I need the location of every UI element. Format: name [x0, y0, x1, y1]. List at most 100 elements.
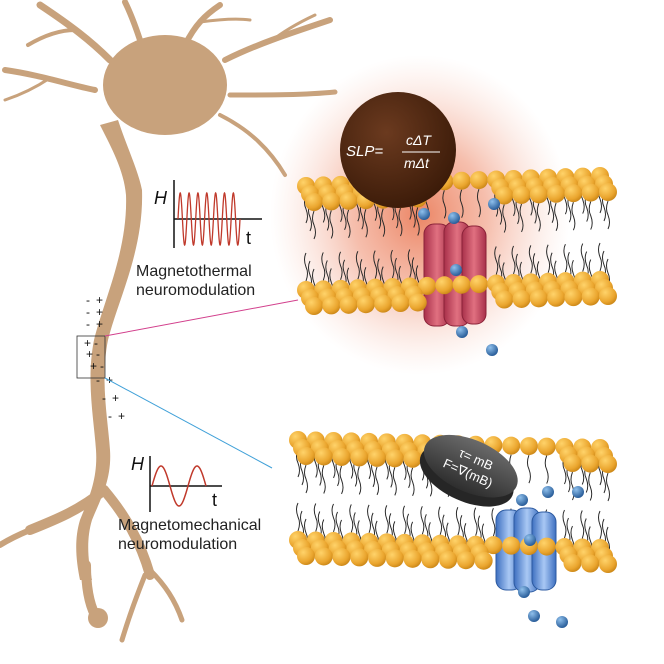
charge-sign: - — [94, 336, 98, 350]
lipid-head — [502, 436, 521, 455]
lipid-head — [469, 275, 488, 294]
formula-lhs: SLP= — [346, 143, 383, 160]
lipid-head — [599, 287, 617, 305]
lipid-head — [563, 554, 582, 573]
lipid-tail — [339, 465, 344, 495]
lipid-tail — [313, 503, 318, 532]
lipid-head — [581, 454, 600, 473]
lipid-head — [356, 295, 375, 314]
magnetomechanical-membrane: τ= mB F=∇(mB) — [289, 431, 617, 628]
lipid-head — [512, 289, 531, 308]
lipid-tail — [580, 510, 585, 539]
charge-sign: - — [86, 293, 90, 307]
mechanical-axis-h: H — [131, 454, 145, 474]
charge-sign: + — [118, 409, 125, 423]
lipid-tail — [402, 505, 407, 534]
lipid-head — [314, 447, 333, 466]
lipid-head — [581, 183, 600, 202]
ion — [556, 616, 568, 628]
lipid-tail — [554, 202, 559, 231]
ion — [542, 486, 554, 498]
ions-bottom — [516, 486, 584, 628]
lipid-tail — [304, 252, 308, 282]
lipid-head — [529, 289, 548, 308]
lipid-head — [564, 288, 583, 307]
axon-charges: -+-+-++-+-+--+-+-+ — [84, 293, 125, 423]
formula-denominator: mΔt — [404, 155, 430, 171]
lipid-head — [332, 547, 351, 566]
lipid-tail — [442, 190, 447, 219]
lipid-head — [519, 437, 538, 456]
lipid-head — [599, 555, 617, 573]
lipid-head — [408, 293, 427, 312]
lipid-tail — [571, 202, 576, 231]
lipid-head — [495, 290, 514, 309]
lipid-heads-bottom-lower — [289, 531, 617, 573]
lipid-head — [368, 548, 387, 567]
lipid-head — [314, 547, 333, 566]
mechanical-axis-t: t — [212, 490, 217, 510]
lipid-tail — [459, 189, 464, 218]
lipid-tail — [588, 201, 593, 230]
lipid-tail — [491, 507, 496, 537]
lipid-tail — [476, 188, 481, 218]
axon — [76, 120, 143, 580]
lipid-head — [537, 537, 556, 556]
lipid-tail — [519, 203, 524, 233]
mechanical-wave — [151, 465, 207, 507]
lipid-tail — [494, 246, 499, 275]
lipid-tail — [296, 502, 300, 532]
lipid-head — [339, 191, 358, 210]
ion — [450, 264, 462, 276]
lipid-head — [537, 437, 556, 456]
lipid-tail — [373, 250, 378, 279]
magnetomechanical-label: Magnetomechanical neuromodulation — [118, 516, 261, 554]
lipid-tail — [384, 505, 389, 534]
lipid-tail — [528, 245, 533, 274]
ion — [516, 494, 528, 506]
lipid-tail — [606, 472, 610, 502]
charge-sign: + — [96, 305, 103, 319]
lipid-tail — [570, 471, 575, 501]
magnetomechanical-label-line2: neuromodulation — [118, 536, 238, 553]
charge-sign: - — [108, 409, 112, 423]
ion — [518, 586, 530, 598]
magnetothermal-label-line1: Magnetothermal — [136, 263, 252, 280]
charge-sign: - — [86, 317, 90, 331]
lipid-heads-top-lower — [297, 271, 617, 315]
lipid-head — [469, 171, 488, 190]
lipid-head — [484, 536, 503, 555]
lipid-tail — [502, 204, 507, 233]
thermal-waveform: H t — [154, 180, 262, 248]
thermal-axis-h: H — [154, 188, 168, 208]
lipid-head — [305, 297, 323, 315]
lipid-head — [391, 294, 410, 313]
ion — [448, 212, 460, 224]
lipid-tail — [598, 510, 602, 540]
lipid-tail — [438, 506, 443, 535]
lipid-tail — [338, 251, 343, 280]
lipid-tail — [546, 244, 551, 273]
lipid-head — [403, 449, 422, 468]
lipid-head — [547, 184, 566, 203]
ion — [528, 610, 540, 622]
lipid-head — [564, 184, 583, 203]
lipid-head — [456, 551, 475, 570]
zoom-line-top — [104, 299, 299, 337]
lipid-tail — [455, 507, 460, 536]
charge-sign: + — [90, 359, 97, 373]
lipid-head — [350, 548, 369, 567]
charge-sign: + — [96, 293, 103, 307]
lipid-head — [452, 275, 471, 294]
charge-sign: - — [96, 373, 100, 387]
lipid-tail — [544, 455, 549, 484]
lipid-head — [297, 547, 315, 565]
lipid-tail — [536, 203, 541, 232]
charge-sign: - — [86, 305, 90, 319]
lipid-head — [374, 294, 393, 313]
lipid-tail — [363, 209, 368, 238]
thermal-axis-t: t — [246, 228, 251, 248]
zoom-line-bottom — [104, 377, 273, 469]
lipid-tail — [410, 467, 415, 497]
